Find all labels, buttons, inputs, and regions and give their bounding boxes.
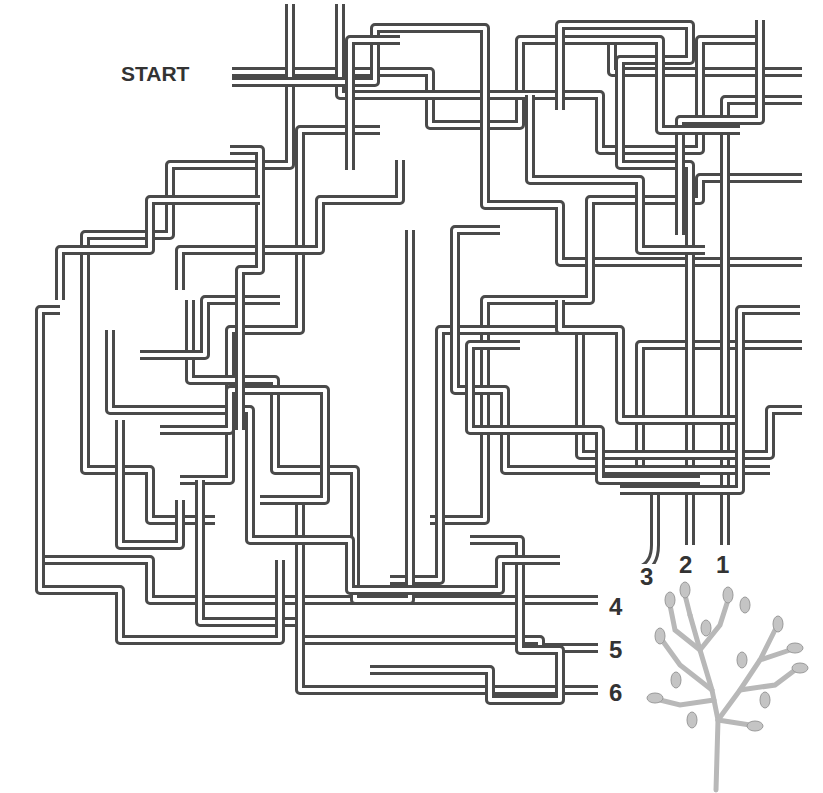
- tree-branch: [718, 630, 775, 720]
- pipe-wall: [300, 500, 598, 690]
- pipe-wall: [60, 200, 260, 300]
- pipe-channel: [180, 160, 400, 290]
- tree-branch: [718, 720, 750, 725]
- tree-branch: [700, 600, 728, 650]
- maze-pipe: [370, 540, 560, 700]
- tree-leaves: [647, 582, 808, 731]
- maze-pipe: [430, 560, 560, 590]
- maze-pipe: [200, 480, 598, 648]
- leaf: [760, 692, 770, 708]
- leaf: [655, 628, 665, 644]
- leaf: [787, 643, 803, 653]
- leaf: [773, 616, 783, 632]
- pipe-wall: [470, 345, 700, 480]
- pipe-wall: [110, 330, 460, 590]
- tree-branch: [740, 670, 795, 690]
- leaf: [740, 597, 750, 613]
- pipe-channel: [560, 300, 740, 420]
- pipe-channel: [470, 345, 700, 480]
- leaf: [723, 587, 733, 603]
- pipe-wall: [350, 40, 400, 170]
- pipe-channel: [230, 150, 260, 430]
- pipe-wall: [620, 310, 800, 490]
- pipe-wall: [200, 480, 598, 648]
- exit-number: 3: [637, 564, 656, 590]
- maze-pipe: [120, 420, 180, 545]
- maze-pipe: [230, 150, 260, 430]
- exit-number: 6: [606, 680, 625, 706]
- pipe-channel: [200, 480, 598, 648]
- pipe-wall: [430, 560, 560, 590]
- leaf: [701, 620, 711, 636]
- leaf: [665, 592, 675, 608]
- pipe-channel: [620, 310, 800, 490]
- maze-pipe: [300, 500, 598, 690]
- maze-pipe: [110, 330, 460, 590]
- leaf: [680, 582, 690, 598]
- pipe-wall: [570, 40, 740, 130]
- pipe-wall: [560, 300, 740, 420]
- pipe-wall: [140, 300, 280, 355]
- tree-branches: [660, 595, 795, 790]
- pipe-channel: [370, 540, 560, 700]
- pipe-wall: [230, 150, 260, 430]
- exit-number: 1: [713, 552, 732, 578]
- pipe-channel: [110, 330, 460, 590]
- pipe-channel: [300, 500, 598, 690]
- maze-pipe: [350, 40, 400, 170]
- maze-pipe: [140, 300, 280, 355]
- tree-branch: [670, 605, 700, 650]
- tree-branch: [660, 700, 714, 705]
- pipe-channel: [350, 40, 400, 170]
- leaf: [792, 663, 808, 673]
- leaf: [647, 693, 663, 703]
- pipe-wall: [120, 420, 180, 545]
- leaf: [737, 652, 747, 668]
- pipe-wall: [180, 160, 400, 290]
- tree-branch: [760, 650, 790, 660]
- pipe-channel: [120, 420, 180, 545]
- exit-number: 2: [676, 552, 695, 578]
- start-label: START: [118, 62, 192, 85]
- leaf: [687, 712, 697, 728]
- leaf: [671, 672, 681, 688]
- exit-number: 5: [606, 637, 625, 663]
- pipe-channel: [430, 560, 560, 590]
- maze-pipe: [570, 40, 740, 130]
- maze-pipe: [180, 160, 400, 290]
- maze-pipe: [60, 200, 260, 300]
- pipe-channel: [140, 300, 280, 355]
- maze-pipe: [470, 345, 700, 480]
- pipe-wall: [370, 540, 560, 700]
- maze-pipe: [620, 310, 800, 490]
- exit-number: 4: [606, 594, 625, 620]
- maze-pipe: [560, 300, 740, 420]
- leaf: [747, 721, 763, 731]
- pipe-channel: [60, 200, 260, 300]
- pipe-channel: [570, 40, 740, 130]
